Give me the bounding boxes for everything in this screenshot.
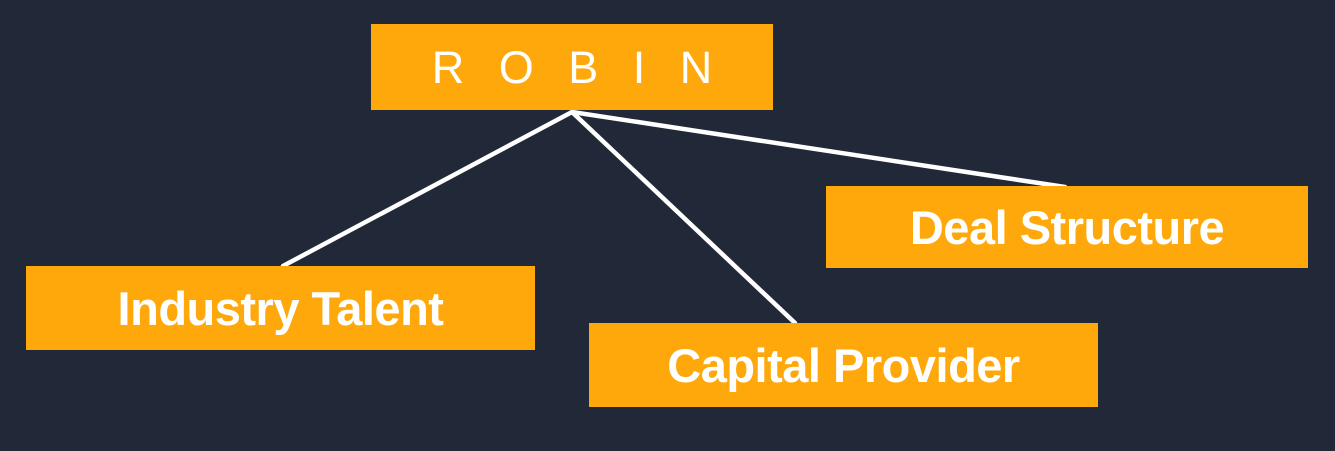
- node-robin[interactable]: R O B I N: [371, 24, 773, 110]
- connector-root-to-industry-talent: [280, 109, 575, 269]
- node-deal-structure[interactable]: Deal Structure: [826, 186, 1308, 268]
- connector-root-to-deal-structure: [569, 109, 1068, 190]
- node-robin-label: R O B I N: [431, 41, 724, 93]
- node-industry-talent-label: Industry Talent: [117, 281, 444, 335]
- node-capital-provider[interactable]: Capital Provider: [589, 323, 1098, 407]
- node-deal-structure-label: Deal Structure: [909, 200, 1225, 254]
- node-capital-provider-label: Capital Provider: [667, 338, 1020, 392]
- connector-root-to-capital-provider: [569, 109, 798, 326]
- node-industry-talent[interactable]: Industry Talent: [26, 266, 535, 350]
